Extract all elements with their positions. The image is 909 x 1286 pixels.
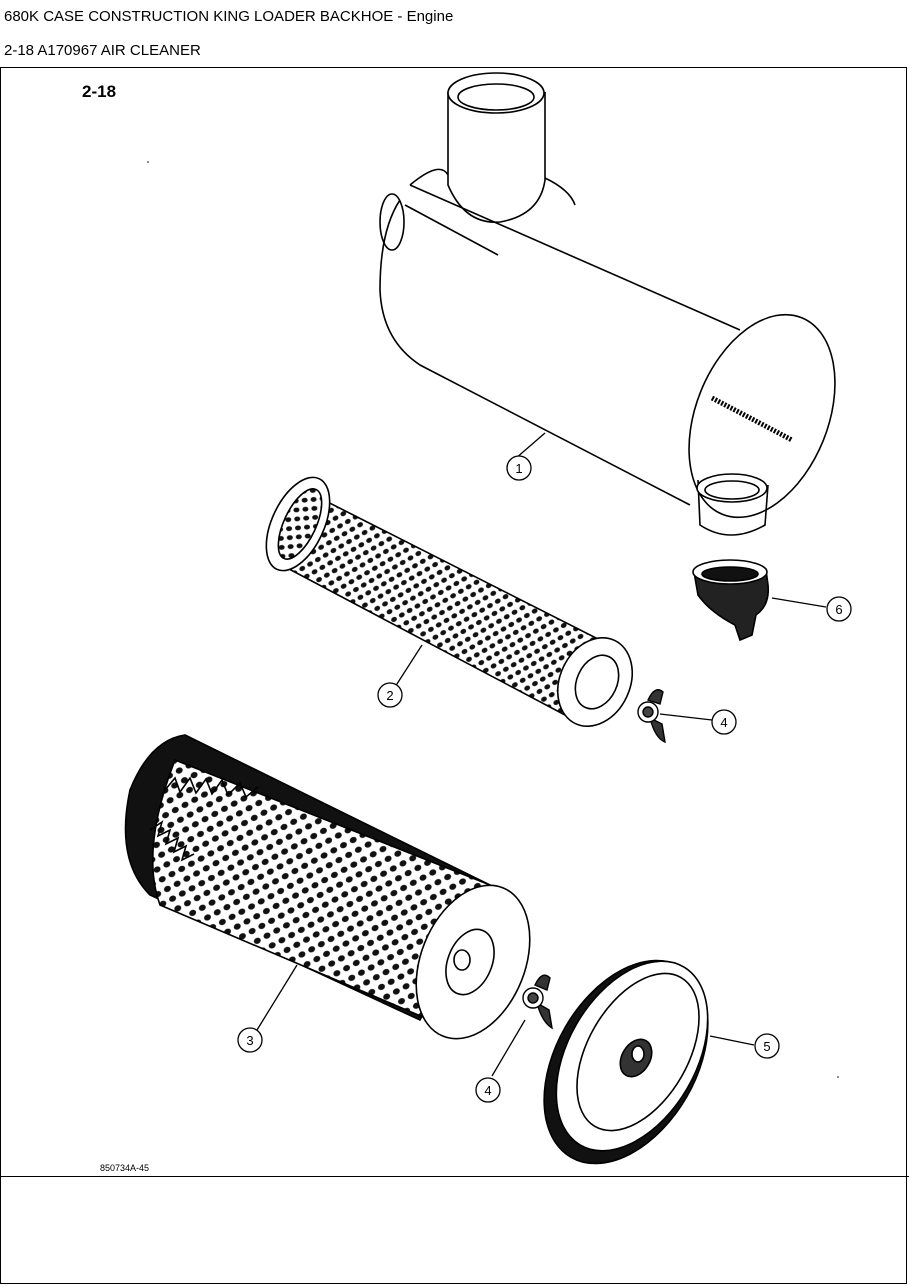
callout-6: 6: [826, 596, 852, 622]
wing-nut-upper: [637, 689, 666, 744]
dust-valve: [692, 559, 770, 642]
svg-text:3: 3: [246, 1033, 253, 1048]
primary-filter-element: [124, 734, 531, 1040]
svg-text:5: 5: [763, 1039, 770, 1054]
figure-label: 2-18: [82, 82, 117, 101]
callout-4-upper: 4: [711, 709, 737, 735]
svg-text:4: 4: [484, 1083, 491, 1098]
wing-nut-lower: [522, 974, 553, 1030]
callout-2: 2: [377, 682, 403, 708]
leader-line-4-lower: [491, 1019, 526, 1077]
svg-text:4: 4: [720, 715, 727, 730]
stray-dot: [147, 161, 149, 163]
page-title: 680K CASE CONSTRUCTION KING LOADER BACKH…: [4, 8, 454, 25]
leader-line-2: [394, 644, 423, 688]
stray-dot: [837, 1076, 839, 1078]
leader-lines: [256, 432, 827, 1077]
air-cleaner-housing: [379, 72, 836, 536]
callout-4-lower: 4: [475, 1077, 501, 1103]
callout-1: 1: [506, 455, 532, 481]
footer-divider: [0, 1176, 909, 1177]
air-cleaner-cover: [543, 959, 709, 1165]
svg-text:6: 6: [835, 602, 842, 617]
inner-filter-element: [265, 476, 634, 728]
page-subtitle: 2-18 A170967 AIR CLEANER: [4, 42, 201, 59]
svg-text:1: 1: [515, 461, 522, 476]
drawing-code: 850734A-45: [100, 1163, 150, 1173]
leader-line-5: [709, 1035, 755, 1046]
callout-3: 3: [237, 1027, 263, 1053]
callout-5: 5: [754, 1033, 780, 1059]
leader-line-6: [771, 597, 827, 608]
leader-line-4-upper: [659, 713, 713, 721]
leader-line-3: [256, 964, 298, 1031]
svg-text:2: 2: [386, 688, 393, 703]
diagram-frame: [0, 67, 907, 1284]
